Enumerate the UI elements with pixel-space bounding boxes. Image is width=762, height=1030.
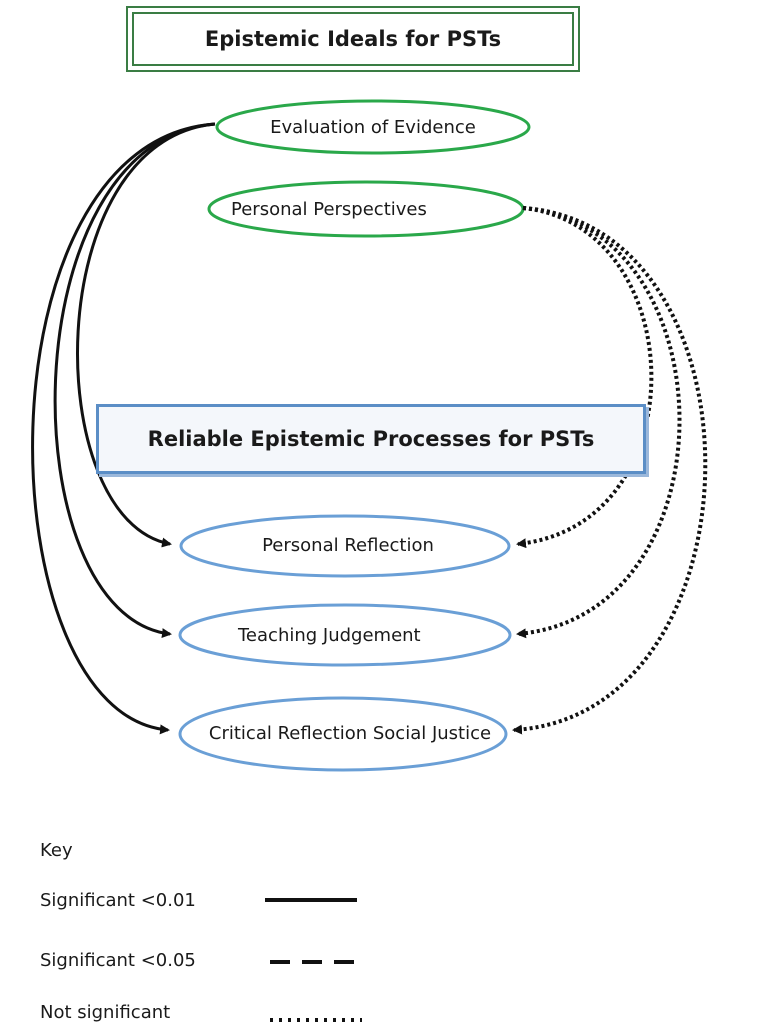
link-pers-to-teaching-judgement — [516, 206, 682, 639]
ideal-label-evaluation-of-evidence: Evaluation of Evidence — [270, 116, 476, 138]
key-title: Key — [40, 840, 73, 861]
link-eval-to-critical-reflection — [31, 122, 216, 735]
process-label-critical-reflection-social-justice: Critical Reflection Social Justice — [208, 722, 492, 744]
link-eval-to-teaching-judgement — [53, 122, 216, 638]
ideals-header-title: Epistemic Ideals for PSTs — [204, 27, 502, 51]
key-label-significant-001: Significant <0.01 — [40, 890, 196, 911]
processes-header-box: Reliable Epistemic Processes for PSTs — [96, 404, 646, 474]
process-label-personal-reflection: Personal Reflection — [262, 534, 434, 556]
processes-header-title: Reliable Epistemic Processes for PSTs — [147, 427, 595, 451]
ideal-oval-evaluation-of-evidence — [215, 99, 531, 155]
process-oval-critical-reflection-social-justice — [178, 696, 508, 772]
link-eval-to-personal-reflection — [76, 122, 216, 548]
ideals-header-box: Epistemic Ideals for PSTs — [126, 6, 580, 72]
process-label-teaching-judgement: Teaching Judgement — [238, 624, 421, 646]
process-oval-teaching-judgement — [178, 603, 512, 667]
ideal-label-personal-perspectives: Personal Perspectives — [231, 198, 427, 220]
key-label-not-significant: Not significant — [40, 1002, 171, 1023]
key-label-significant-005: Significant <0.05 — [40, 950, 196, 971]
process-oval-personal-reflection — [179, 514, 511, 578]
link-pers-to-critical-reflection — [512, 206, 708, 735]
link-pers-to-personal-reflection — [516, 206, 654, 549]
